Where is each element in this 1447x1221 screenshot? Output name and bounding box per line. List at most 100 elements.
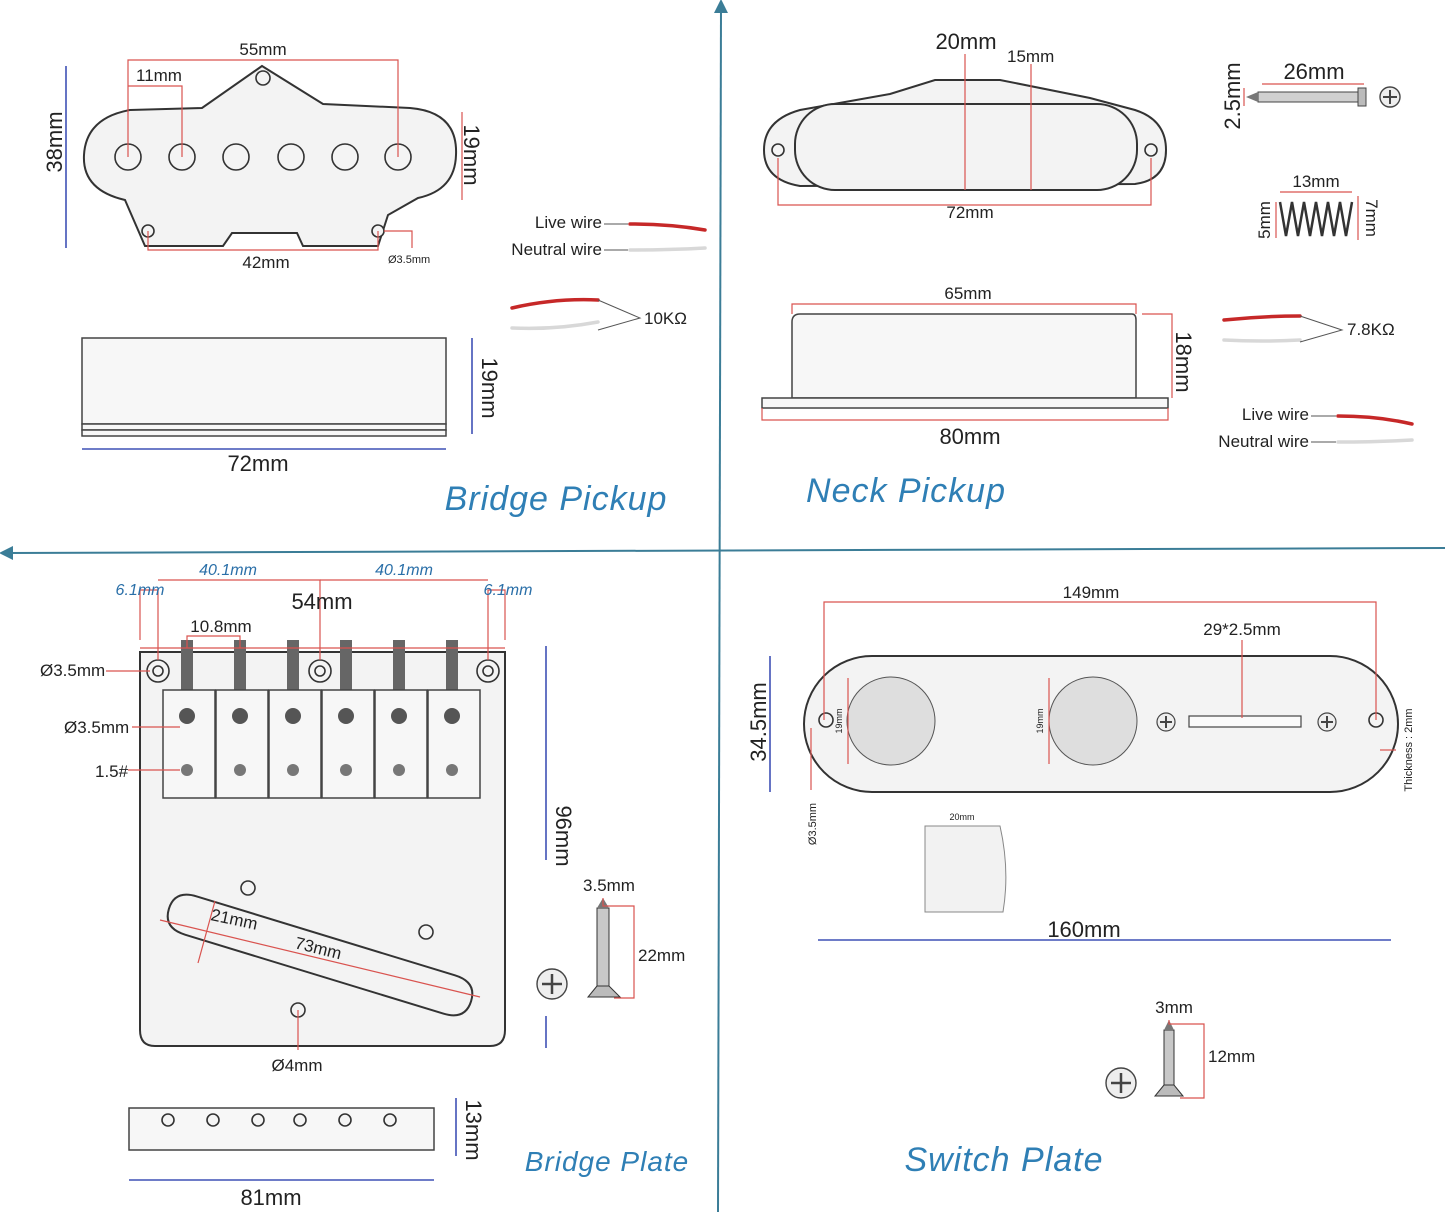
phillips-icon [1379, 86, 1401, 108]
spring [1278, 201, 1354, 237]
screw-icon [1317, 712, 1337, 732]
dim-line-80 [761, 408, 1169, 421]
dim-label-96: 96mm [551, 805, 576, 866]
dim-label-80: 80mm [939, 424, 1000, 449]
dim-line-72 [777, 158, 1152, 206]
side-holes [161, 1113, 397, 1127]
horizontal-divider [0, 545, 1446, 560]
neck-pickup-section: 20mm 15mm 72mm 65mm 18mm 80mm 26mm 2.5mm [761, 29, 1414, 510]
live-wire [1336, 414, 1414, 426]
dim-line-73 [159, 919, 481, 998]
dim-label-knob: 20mm [949, 812, 974, 822]
pole-pieces [114, 143, 412, 171]
bridge-pickup-section: 55mm 11mm 19mm 42mm Ø3.5mm 38mm 19mm 72m… [42, 40, 707, 518]
pot-hole-2 [1048, 676, 1138, 766]
dim-label-7: 7mm [1362, 199, 1381, 237]
bridge-plate-side [128, 1107, 435, 1151]
dim-label-screw-length: 22mm [638, 946, 685, 965]
saddle-screw [391, 708, 407, 724]
dim-line-edge-right [487, 589, 506, 660]
dim-label-side-19: 19mm [477, 357, 502, 418]
screw-icon [1156, 712, 1176, 732]
dim-line-18 [1142, 313, 1173, 398]
dim-label-20: 20mm [935, 29, 996, 54]
dim-line-149 [823, 601, 1377, 720]
neutral-wire [628, 246, 707, 252]
resistance-label: 10KΩ [644, 309, 687, 328]
plate-hole-inner [482, 665, 494, 677]
pole-piece [331, 143, 359, 171]
saddle [374, 689, 428, 799]
height-screw [287, 764, 299, 776]
dim-line-21 [197, 900, 216, 964]
dim-label-edge-left: 6.1mm [116, 582, 165, 599]
dim-label-span-right: 40.1mm [375, 562, 433, 579]
vertical-divider [713, 0, 728, 1213]
dim-line-10-8 [186, 635, 241, 648]
dim-label-5: 5mm [1255, 201, 1274, 239]
saddle [162, 689, 216, 799]
switch-slot [1188, 715, 1302, 728]
saddle-screw [444, 708, 460, 724]
section-title-bridge-pickup: Bridge Pickup [445, 480, 668, 518]
resistance-bracket [597, 299, 642, 331]
live-wire-label: Live wire [1242, 405, 1309, 424]
saddle-screw [232, 708, 248, 724]
dim-line-65 [791, 303, 1137, 314]
bridge-pickup-side-base [81, 429, 447, 437]
screw-tip [1246, 92, 1258, 102]
dim-label-13: 13mm [1292, 172, 1339, 191]
dim-line-42 [147, 231, 379, 251]
screw-shaft [1257, 91, 1359, 103]
neutral-wire-label: Neutral wire [1218, 432, 1309, 451]
side-hole [251, 1113, 265, 1127]
pot-hole-1 [846, 676, 936, 766]
dim-line-screw [602, 898, 635, 999]
switch-plate-side [924, 825, 1007, 913]
intonation-spring [287, 640, 299, 690]
side-hole [293, 1113, 307, 1127]
dim-label-screw-size: 1.5# [95, 762, 129, 781]
dim-label-160: 160mm [1047, 917, 1120, 942]
dim-label-screw-diameter: 3.5mm [583, 876, 635, 895]
pickup-top-hole [255, 70, 271, 86]
plate-mount-hole [418, 924, 434, 940]
mount-hole-right [1144, 143, 1158, 157]
dim-label-4: Ø4mm [272, 1056, 323, 1075]
dim-label-pot-2: 19mm [1035, 708, 1045, 733]
section-title-neck-pickup: Neck Pickup [806, 472, 1006, 510]
side-hole [338, 1113, 352, 1127]
side-hole [206, 1113, 220, 1127]
side-hole [161, 1113, 175, 1127]
intonation-spring [181, 640, 193, 690]
dim-label-mount-hole: Ø3.5mm [807, 803, 819, 845]
pickup-screw [1246, 87, 1367, 107]
dim-label-11: 11mm [136, 66, 182, 85]
bridge-pickup-side-lip [81, 423, 447, 431]
switch-plate-section: 19mm 19mm 29*2.5mm 149mm 34.5mm Thicknes… [746, 583, 1415, 1179]
saddle [321, 689, 375, 799]
plate-screw [1153, 1020, 1185, 1097]
intonation-spring [340, 640, 352, 690]
dim-label-18: 18mm [1171, 331, 1196, 392]
dim-label-15: 15mm [1007, 47, 1054, 66]
intonation-spring [446, 640, 458, 690]
dim-label-2-5: 2.5mm [1220, 62, 1245, 129]
height-screw [446, 764, 458, 776]
resistance-wire-red [1222, 314, 1302, 322]
pickup-slot [166, 893, 474, 1017]
dim-label-34-5: 34.5mm [746, 682, 771, 761]
dim-label-55: 55mm [239, 40, 286, 59]
mount-hole-left [771, 143, 785, 157]
dim-label-149: 149mm [1063, 583, 1120, 602]
dim-line-hole [384, 230, 413, 248]
plate-mount-hole-left [818, 712, 834, 728]
bridge-pickup-body [82, 64, 458, 247]
dim-label-hole-saddle: Ø3.5mm [64, 718, 129, 737]
dim-label-hole-top: Ø3.5mm [40, 661, 105, 680]
dim-label-54: 54mm [291, 589, 352, 614]
saddle [427, 689, 481, 799]
height-screw [234, 764, 246, 776]
dim-line-55 [127, 59, 399, 157]
